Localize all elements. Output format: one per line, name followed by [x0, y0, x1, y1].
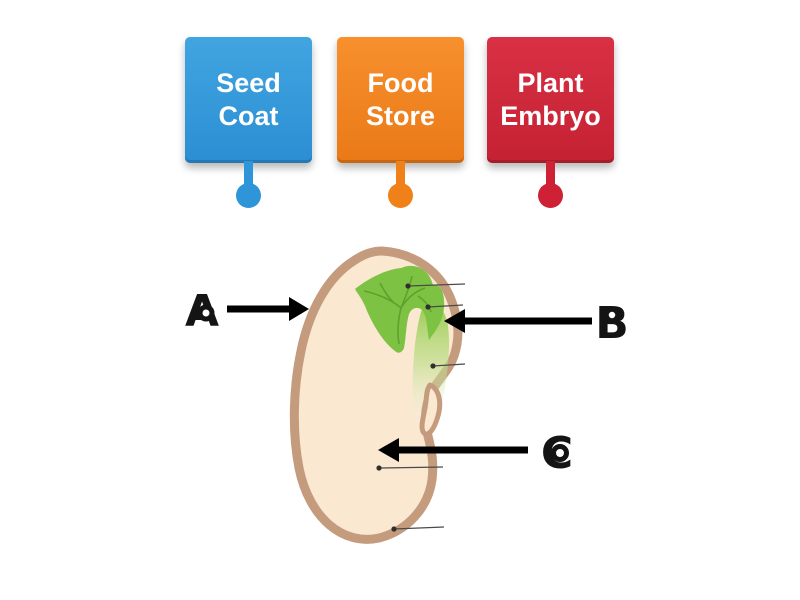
card-pin-stem: [244, 161, 253, 188]
label-line: Coat: [218, 101, 279, 131]
label-line: Embryo: [500, 101, 601, 131]
card-pin-ball: [538, 183, 563, 208]
card-pin-stem: [396, 161, 405, 188]
card-pin-ball: [236, 183, 261, 208]
marker-ring-c: [551, 444, 569, 462]
drop-target-a[interactable]: A: [185, 286, 309, 337]
marker-ring-a: [197, 304, 215, 322]
leader-lines: [378, 283, 466, 530]
marker-letter-b: B: [595, 298, 629, 349]
arrow-c: [378, 438, 528, 462]
label-line: Plant: [517, 68, 584, 98]
arrow-b: [444, 309, 592, 333]
arrow-a: [227, 297, 309, 321]
leaf-veins: [363, 275, 432, 345]
label-card-plant-embryo[interactable]: Plant Embryo: [487, 37, 614, 208]
label-line: Store: [365, 101, 436, 131]
card-pin-ball: [388, 183, 413, 208]
leader-dots: [376, 283, 436, 532]
label-card-seed-coat[interactable]: Seed Coat: [185, 37, 312, 208]
embryo-leaves: [355, 265, 445, 353]
hilum-notch: [419, 382, 443, 437]
label-line: Seed: [216, 68, 281, 98]
card-pin-stem: [546, 161, 555, 188]
label-card-food-store[interactable]: Food Store: [337, 37, 464, 208]
drop-target-b[interactable]: B: [444, 298, 629, 349]
drop-target-c[interactable]: C: [378, 428, 573, 479]
label-line: Food: [367, 68, 434, 98]
marker-ring-b: [604, 307, 620, 323]
